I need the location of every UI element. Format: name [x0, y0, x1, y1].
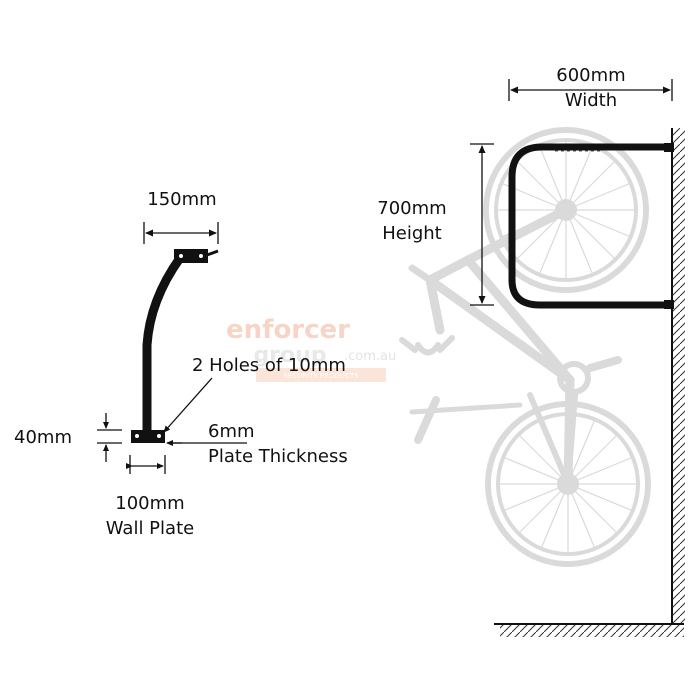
wall-plate-hole — [157, 434, 161, 438]
seat — [586, 356, 622, 372]
handlebar — [399, 335, 455, 356]
top-plate — [174, 249, 208, 263]
rack-height-value: 700mm — [377, 198, 446, 219]
rack-width-value: 600mm — [556, 65, 625, 86]
bracket-top-width-value: 150mm — [147, 189, 216, 210]
rack-height-label: Height — [382, 223, 442, 244]
wall-plate — [131, 430, 165, 443]
watermark-line1: enforcer — [226, 315, 350, 345]
watermark-tagline: SECURITY PRODUCTS — [283, 372, 359, 380]
crank — [557, 361, 591, 395]
watermark-tag-bg — [256, 368, 386, 382]
wall-plate-hole — [135, 434, 139, 438]
top-plate-hole — [179, 254, 183, 258]
plate-thickness-dimension: 6mm Plate Thickness — [166, 421, 348, 467]
holes-callout: 2 Holes of 10mm — [163, 355, 346, 433]
top-plate-hole — [199, 254, 203, 258]
wall-rack — [508, 143, 674, 309]
floor — [494, 623, 684, 637]
bracket-top-width-dimension: 150mm — [143, 189, 219, 244]
plate-height-value: 40mm — [14, 427, 72, 448]
rack-width-dimension: 600mm Width — [508, 65, 673, 111]
holes-label: 2 Holes of 10mm — [192, 355, 346, 376]
rack-width-label: Width — [565, 90, 617, 111]
wall-plate-width-dimension: 100mm Wall Plate — [106, 455, 194, 539]
watermark-suffix: .com.au — [344, 349, 396, 364]
bicycle-illustration — [399, 127, 651, 567]
bracket-profile — [131, 249, 219, 443]
plate-thickness-value: 6mm — [208, 421, 255, 442]
watermark-line2: group — [253, 343, 326, 368]
watermark-logo: enforcer group .com.au SECURITY PRODUCTS — [226, 315, 396, 382]
plate-height-dimension: 40mm — [14, 413, 122, 462]
plate-thickness-label: Plate Thickness — [208, 446, 348, 467]
wall — [671, 128, 685, 624]
rack-height-dimension: 700mm Height — [377, 143, 494, 306]
wall-plate-width-label: Wall Plate — [106, 518, 194, 539]
wall-plate-width-value: 100mm — [115, 493, 184, 514]
pedal — [414, 396, 440, 444]
